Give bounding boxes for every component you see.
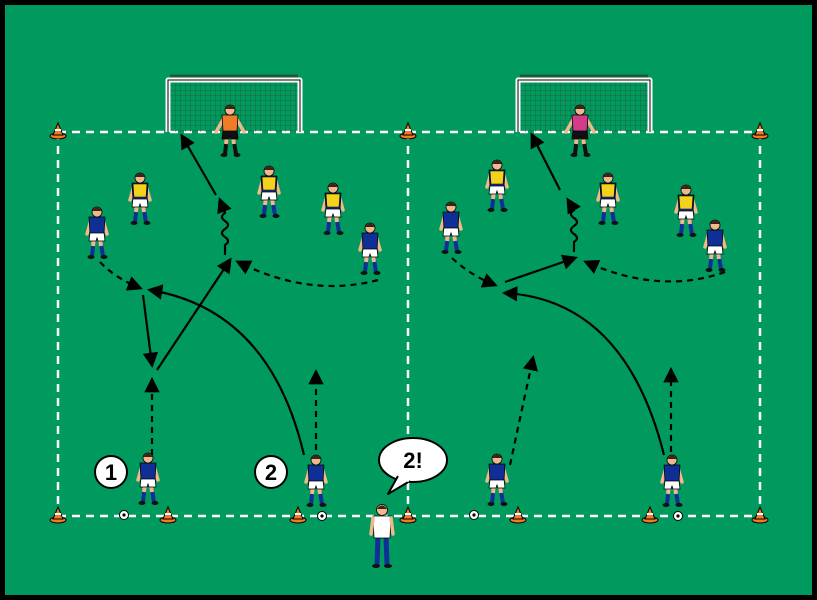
- player-number-badge-2: 2: [254, 455, 288, 489]
- player-bib-defender: [485, 159, 509, 212]
- cone-icon: [399, 121, 417, 140]
- pass-arrow: [501, 286, 666, 456]
- player-bib-defender: [674, 184, 698, 237]
- coach-speech-bubble: 2!: [378, 437, 448, 495]
- player-blue-attacker: [703, 219, 727, 272]
- cone-icon: [159, 505, 177, 524]
- goalkeeper-orange: [214, 104, 246, 157]
- player-bib-defender: [128, 172, 152, 225]
- dribble-arrow: [566, 197, 581, 252]
- cone-icon: [751, 505, 769, 524]
- coach-call-text: 2!: [403, 448, 423, 473]
- movement-arrows: [99, 132, 726, 466]
- player-blue-start: [485, 453, 509, 506]
- player-number-badge-1: 1: [94, 455, 128, 489]
- pass-arrow: [156, 257, 232, 371]
- player-blue-attacker: [85, 206, 109, 259]
- cone-icon: [289, 505, 307, 524]
- dashed-run-arrow: [508, 354, 538, 466]
- pass-arrow: [141, 294, 159, 369]
- cone-icon: [49, 505, 67, 524]
- cone-icon: [399, 505, 417, 524]
- player-bib-defender: [257, 165, 281, 218]
- player-blue-start-2: [304, 454, 328, 507]
- pass-arrow: [504, 254, 578, 284]
- soccer-ball-icon: [469, 510, 479, 520]
- player-number-2: 2: [265, 460, 277, 485]
- player-bib-defender: [596, 172, 620, 225]
- dashed-run-arrow: [99, 261, 143, 291]
- player-blue-attacker: [358, 222, 382, 275]
- soccer-ball-icon: [119, 510, 129, 520]
- dashed-run-arrow: [235, 260, 379, 288]
- pass-arrow: [146, 284, 306, 456]
- coach: [369, 504, 395, 568]
- player-blue-start: [660, 454, 684, 507]
- cones: [49, 121, 769, 524]
- soccer-ball-icon: [317, 511, 327, 521]
- balls: [119, 510, 683, 521]
- soccer-ball-icon: [673, 511, 683, 521]
- player-number-1: 1: [105, 460, 117, 485]
- dashed-run-arrow: [451, 257, 498, 288]
- goalkeeper-pink: [564, 104, 596, 157]
- cone-icon: [641, 505, 659, 524]
- shot-arrow: [530, 132, 561, 191]
- cone-icon: [49, 121, 67, 140]
- player-bib-defender: [321, 182, 345, 235]
- dribble-arrow: [217, 197, 232, 255]
- player-blue-start-1: [136, 452, 160, 505]
- dashed-run-arrow: [583, 259, 726, 283]
- players: [85, 104, 727, 568]
- shot-arrow: [180, 133, 217, 196]
- cone-icon: [751, 121, 769, 140]
- player-blue-attacker: [439, 201, 463, 254]
- cone-icon: [509, 505, 527, 524]
